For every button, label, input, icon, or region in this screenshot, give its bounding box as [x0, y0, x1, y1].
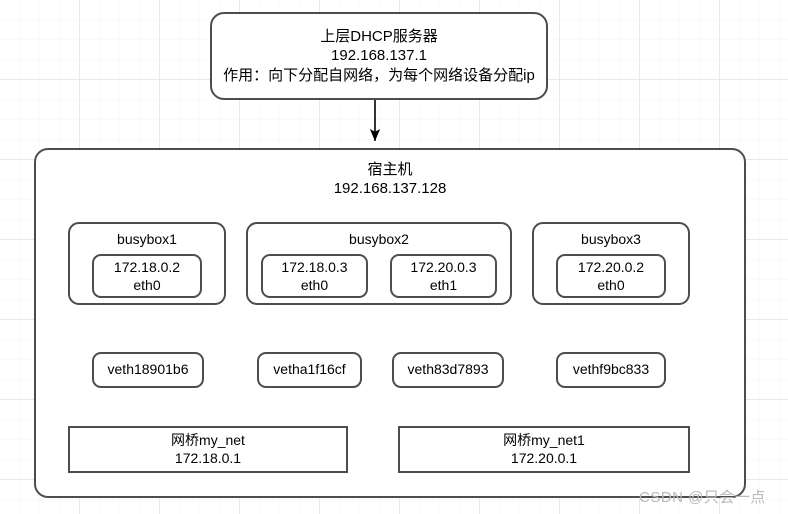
veth-83d7893-label: veth83d7893 [407, 361, 489, 378]
container-busybox3: busybox3 172.20.0.2 eth0 [532, 222, 690, 305]
veth-f9bc833-label: vethf9bc833 [572, 361, 650, 378]
container-busybox1-name: busybox1 [117, 231, 177, 247]
interface-busybox2-eth1: 172.20.0.3 eth1 [390, 253, 497, 298]
interface-busybox1-eth0-ip: 172.18.0.2 [113, 258, 181, 275]
interface-busybox1-eth0-name: eth0 [133, 276, 161, 293]
interface-busybox3-eth0-name: eth0 [597, 276, 625, 293]
bridge-my-net1-ip: 172.20.0.1 [510, 449, 578, 466]
interface-busybox2-eth1-ip: 172.20.0.3 [410, 258, 477, 275]
bridge-my-net-name: 网桥my_net [171, 431, 245, 448]
watermark: CSDN @只会一点 [639, 489, 766, 506]
container-busybox2: busybox2 172.18.0.3 eth0 172.20.0.3 eth1 [246, 222, 512, 305]
interface-busybox1-eth0: 172.18.0.2 eth0 [92, 253, 202, 298]
interface-busybox3-eth0-ip: 172.20.0.2 [577, 258, 645, 275]
bridge-my-net1-name: 网桥my_net1 [503, 431, 585, 448]
veth-83d7893: veth83d7893 [392, 352, 504, 388]
upstream-dhcp-server-box: 上层DHCP服务器 192.168.137.1 作用：向下分配自网络，为每个网络… [210, 12, 548, 100]
veth-f9bc833: vethf9bc833 [556, 352, 666, 388]
upstream-dhcp-description: 作用：向下分配自网络，为每个网络设备分配ip [223, 66, 535, 84]
host-machine-title: 宿主机 [367, 161, 413, 178]
upstream-dhcp-title: 上层DHCP服务器 [320, 28, 438, 46]
bridge-my-net: 网桥my_net 172.18.0.1 [68, 426, 348, 473]
veth-18901b6-label: veth18901b6 [107, 361, 189, 378]
interface-busybox2-eth0-name: eth0 [300, 276, 329, 293]
interface-busybox2-eth0-ip: 172.18.0.3 [281, 258, 348, 275]
container-busybox1-interfaces: 172.18.0.2 eth0 [70, 253, 224, 298]
bridge-my-net1: 网桥my_net1 172.20.0.1 [398, 426, 690, 473]
container-busybox3-name: busybox3 [581, 231, 641, 247]
upstream-dhcp-ip: 192.168.137.1 [331, 47, 427, 65]
container-busybox2-interfaces: 172.18.0.3 eth0 172.20.0.3 eth1 [248, 253, 510, 298]
bridge-my-net-ip: 172.18.0.1 [174, 449, 242, 466]
interface-busybox2-eth1-name: eth1 [429, 276, 458, 293]
veth-a1f16cf-label: vetha1f16cf [273, 361, 346, 378]
interface-busybox3-eth0: 172.20.0.2 eth0 [556, 253, 666, 298]
host-machine-ip: 192.168.137.128 [333, 180, 447, 198]
container-busybox1: busybox1 172.18.0.2 eth0 [68, 222, 226, 305]
interface-busybox2-eth0: 172.18.0.3 eth0 [261, 253, 368, 298]
veth-a1f16cf: vetha1f16cf [257, 352, 362, 388]
container-busybox3-interfaces: 172.20.0.2 eth0 [534, 253, 688, 298]
veth-18901b6: veth18901b6 [92, 352, 204, 388]
container-busybox2-name: busybox2 [349, 231, 409, 247]
